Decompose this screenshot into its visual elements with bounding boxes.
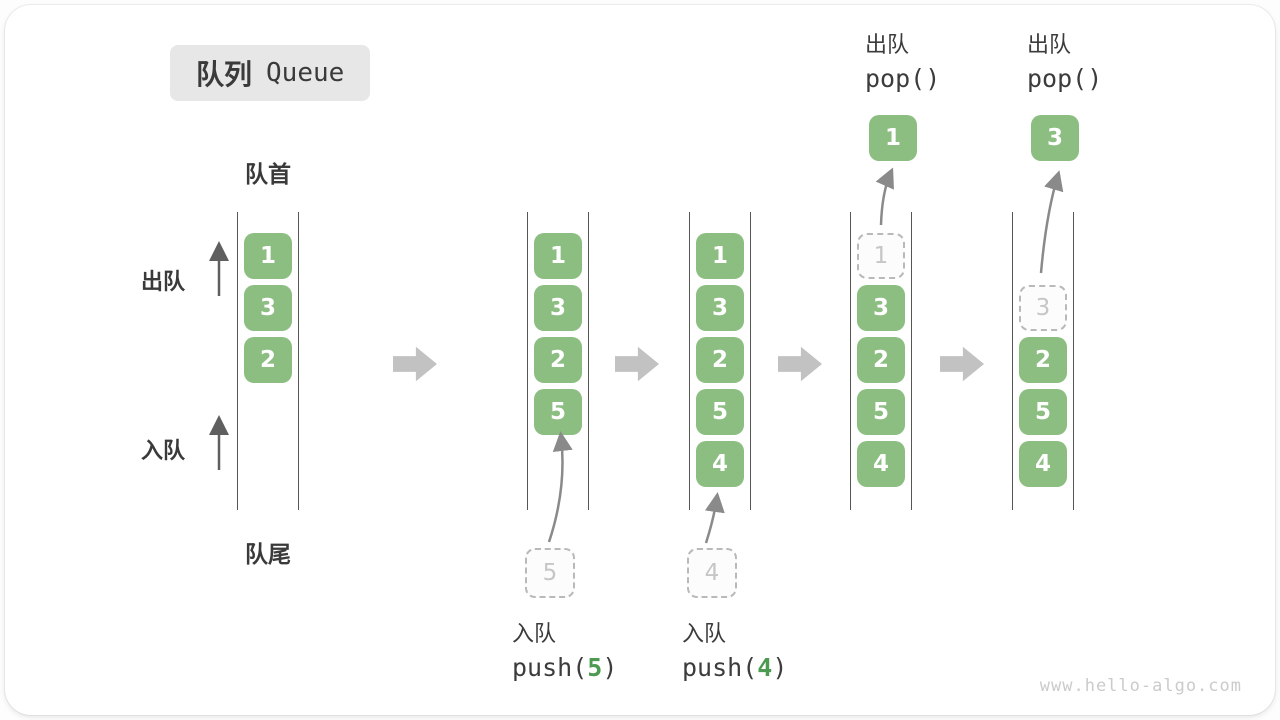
- queue-channel-3: 1 3 2 5 4: [689, 212, 751, 510]
- ghost-item-box: 3: [1019, 285, 1067, 331]
- op-fn: push(: [512, 653, 588, 682]
- dequeue-op-label: 出队 pop(): [1027, 28, 1102, 96]
- queue-front-label: 队首: [245, 161, 291, 187]
- queue-rear-label: 队尾: [245, 541, 291, 567]
- queue-item-box: 2: [696, 337, 744, 383]
- ghost-item-box: 1: [857, 233, 905, 279]
- incoming-item-box: 5: [525, 548, 575, 598]
- dequeue-op-code: pop(): [865, 64, 941, 93]
- enqueue-op-label: 入队 push(5): [512, 617, 617, 685]
- queue-item-box: 5: [534, 389, 582, 435]
- queue-item-box: 4: [1019, 441, 1067, 487]
- queue-item-box: 2: [1019, 337, 1067, 383]
- queue-item-box: 3: [696, 285, 744, 331]
- title-badge: 队列 Queue: [170, 45, 371, 101]
- dequeue-op-cn: 出队: [1027, 32, 1072, 57]
- incoming-item-box: 4: [687, 548, 737, 598]
- queue-item-box: 4: [857, 441, 905, 487]
- title-english: Queue: [266, 58, 345, 88]
- enqueue-op-label: 入队 push(4): [682, 617, 787, 685]
- queue-channel-5: 3 2 5 4: [1012, 212, 1074, 510]
- enqueue-op-code: push(5): [512, 650, 617, 685]
- dequeue-op-code: pop(): [1027, 64, 1103, 93]
- op-fn: push(: [682, 653, 758, 682]
- dequeue-op-label: 出队 pop(): [865, 28, 940, 96]
- enqueue-op-code: push(4): [682, 650, 787, 685]
- queue-item-box: 2: [857, 337, 905, 383]
- popped-item-box: 3: [1031, 115, 1079, 161]
- queue-item-box: 3: [244, 285, 292, 331]
- op-arg: 5: [587, 653, 603, 682]
- queue-channel-1: 1 3 2: [237, 212, 299, 510]
- queue-item-box: 1: [534, 233, 582, 279]
- title-chinese: 队列: [196, 59, 253, 90]
- queue-item-box: 3: [857, 285, 905, 331]
- queue-channel-4: 1 3 2 5 4: [850, 212, 912, 510]
- queue-item-box: 1: [244, 233, 292, 279]
- queue-item-box: 5: [857, 389, 905, 435]
- queue-item-box: 3: [534, 285, 582, 331]
- popped-item-box: 1: [869, 115, 917, 161]
- dequeue-op-cn: 出队: [865, 32, 910, 57]
- queue-item-box: 2: [244, 337, 292, 383]
- op-close: ): [602, 653, 618, 682]
- dequeue-side-label: 出队: [141, 269, 186, 294]
- op-close: ): [772, 653, 788, 682]
- queue-item-box: 1: [696, 233, 744, 279]
- op-arg: 4: [757, 653, 773, 682]
- queue-channel-2: 1 3 2 5: [527, 212, 589, 510]
- queue-item-box: 5: [1019, 389, 1067, 435]
- enqueue-side-label: 入队: [141, 438, 186, 463]
- queue-item-box: 5: [696, 389, 744, 435]
- enqueue-op-cn: 入队: [512, 621, 557, 646]
- queue-item-box: 4: [696, 441, 744, 487]
- queue-item-box: 2: [534, 337, 582, 383]
- watermark: www.hello-algo.com: [1039, 676, 1242, 696]
- enqueue-op-cn: 入队: [682, 621, 727, 646]
